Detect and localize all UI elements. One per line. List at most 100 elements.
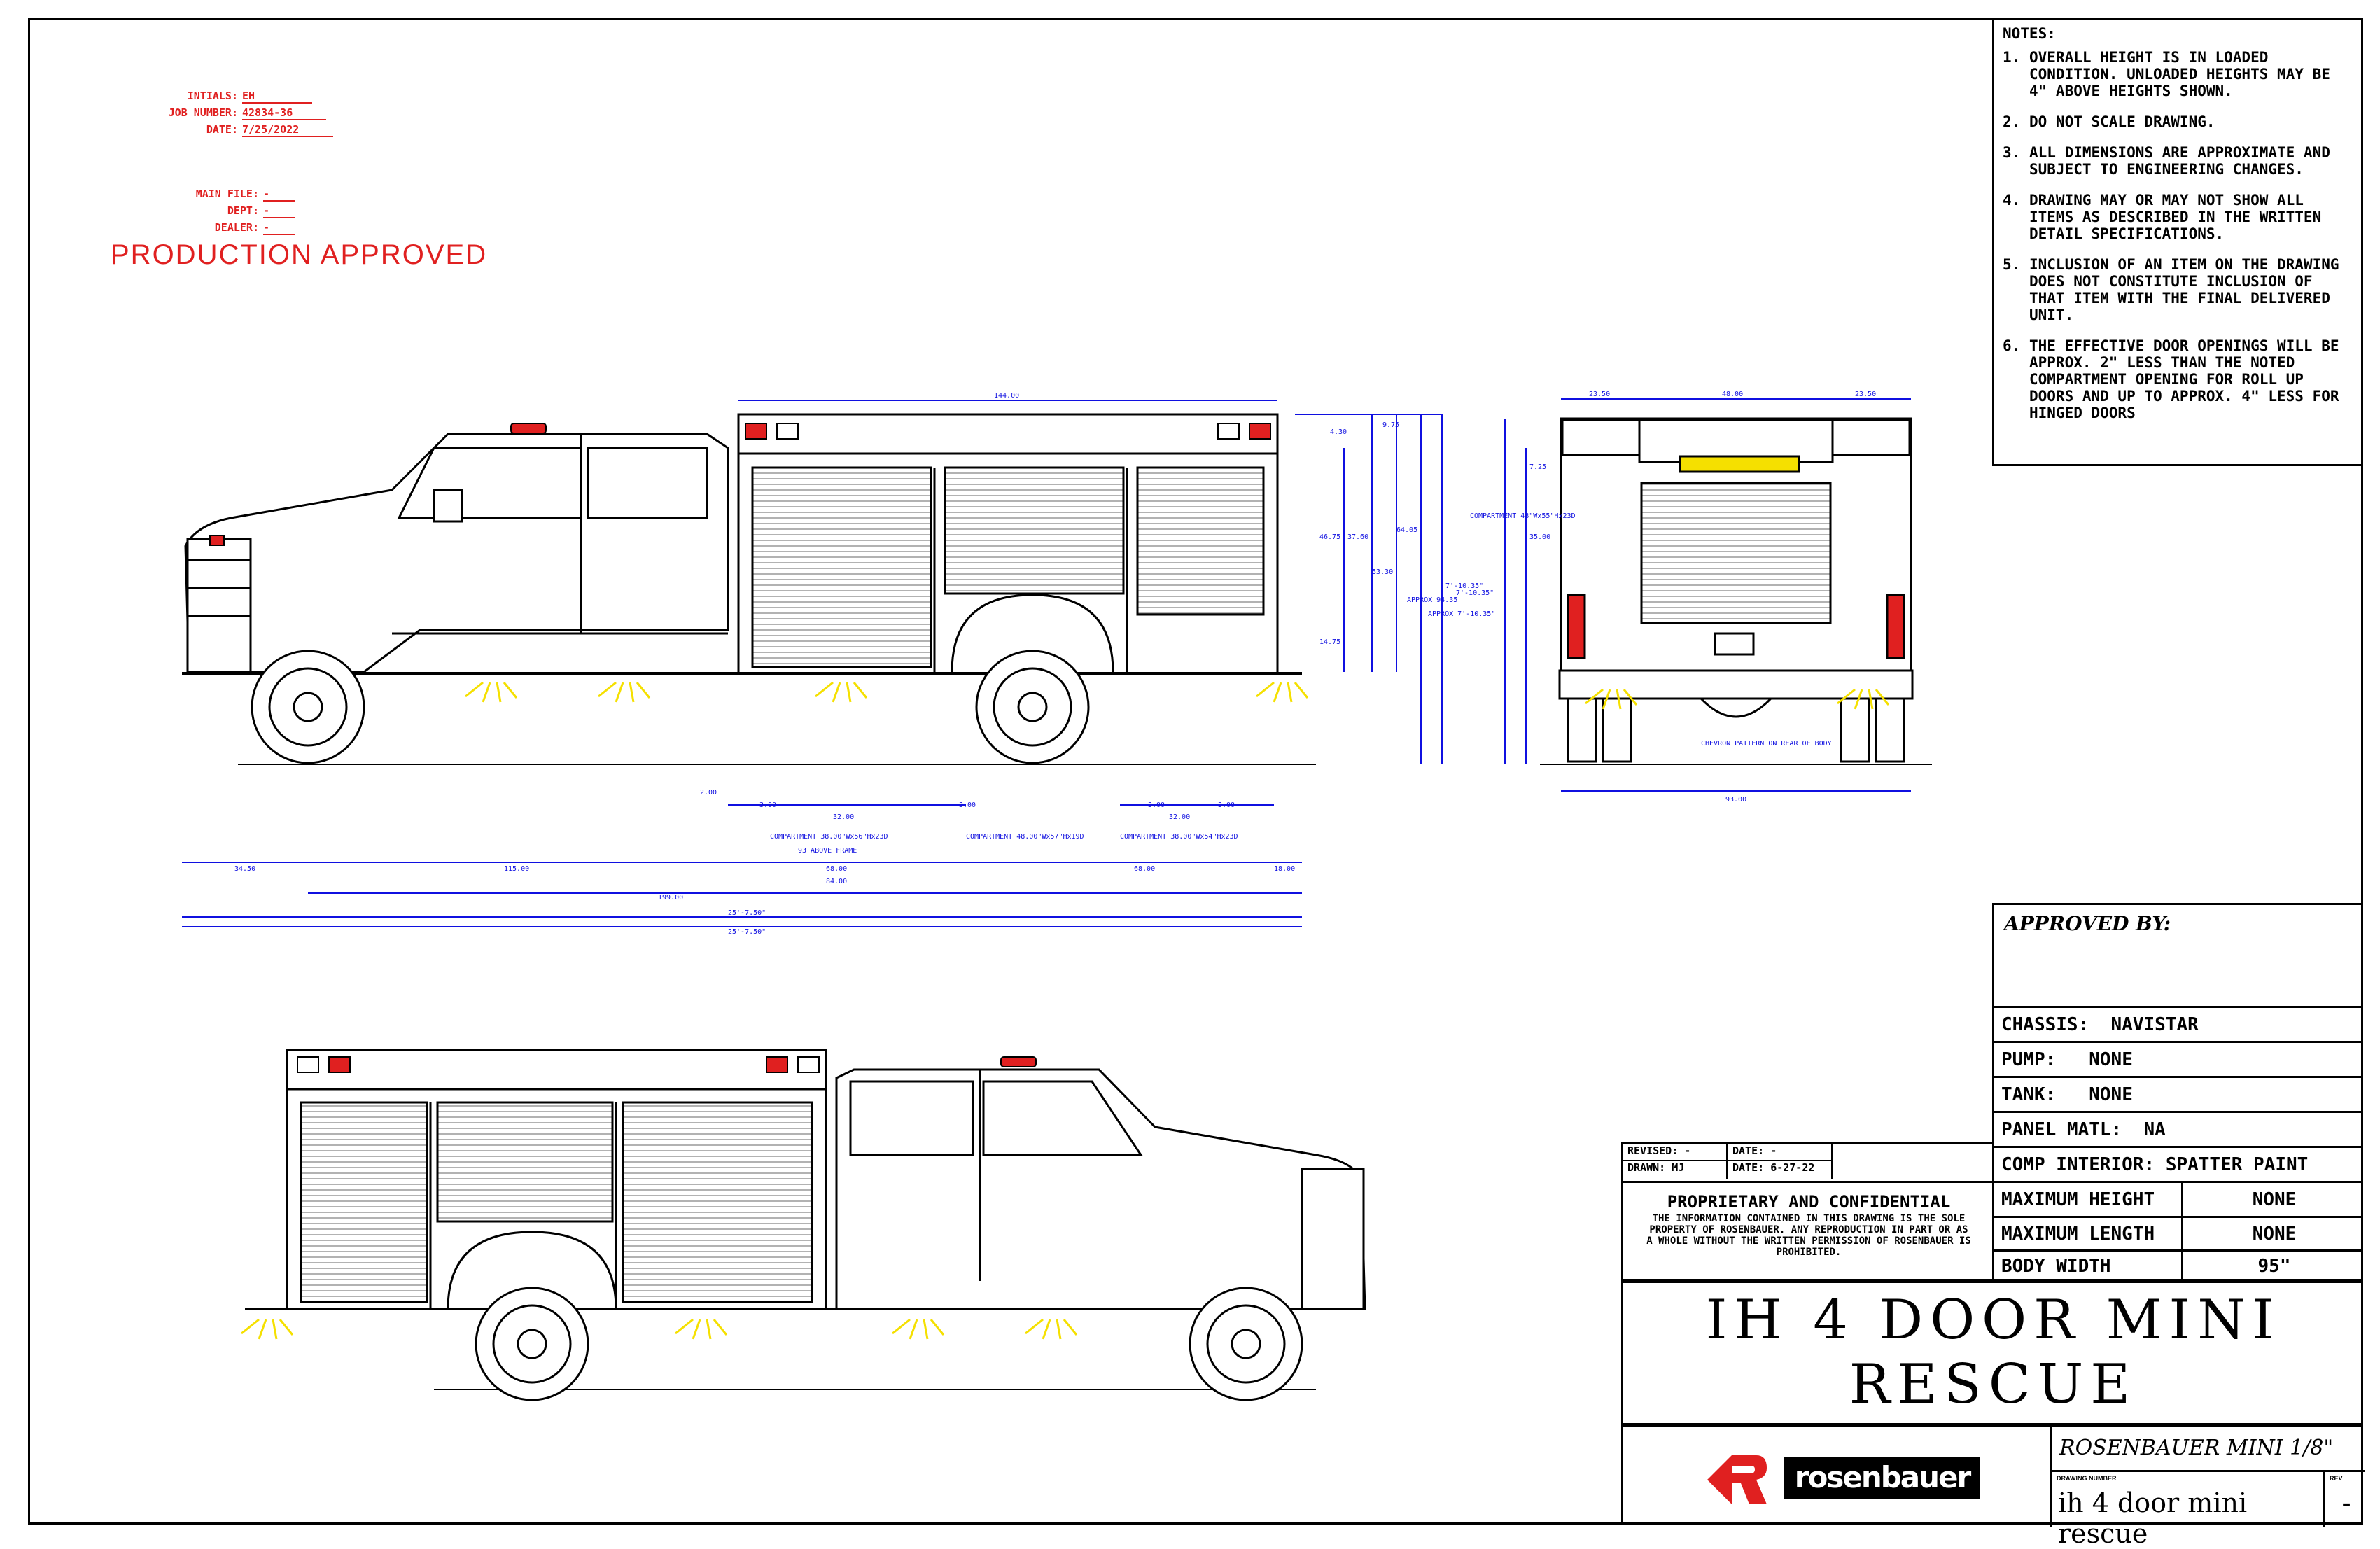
spec-row-body-width: BODY WIDTH 95" [1994, 1249, 2363, 1281]
dim-144: 144.00 [994, 392, 1019, 400]
dim-overall-b: 25'-7.50" [728, 928, 766, 936]
production-approved-stamp: PRODUCTION APPROVED [111, 239, 488, 270]
rear-chevron-note: CHEVRON PATTERN ON REAR OF BODY [1701, 740, 1832, 748]
dim-2-00: 2.00 [700, 789, 717, 797]
date-value: 7/25/2022 [242, 123, 333, 137]
side-view-driver [182, 413, 1316, 765]
confidential-heading: PROPRIETARY AND CONFIDENTIAL [1667, 1192, 1951, 1212]
dimension-lines [182, 398, 1911, 927]
job-number-label: JOB NUMBER: [168, 106, 238, 119]
spec-row-panel: PANEL MATL: NA [1994, 1111, 2363, 1146]
dim-46-75: 46.75 [1320, 533, 1340, 541]
dim-115: 115.00 [504, 865, 529, 873]
rear-dim-48: 48.00 [1722, 391, 1743, 398]
revised-field: REVISED: - [1623, 1144, 1728, 1161]
note-item: 2.DO NOT SCALE DRAWING. [2003, 113, 2216, 130]
dim-84: 84.00 [826, 878, 847, 885]
dim-overall-a: 25'-7.50" [728, 909, 766, 917]
spec-row-comp-interior: COMP INTERIOR: SPATTER PAINT [1994, 1146, 2363, 1181]
passenger-scene-lights [241, 1318, 1078, 1340]
dim-32-00b: 32.00 [1169, 813, 1190, 821]
dim-comp3: COMPARTMENT 38.00"Wx54"Hx23D [1120, 833, 1238, 841]
main-file-value: - [263, 188, 295, 202]
dim-comp1: COMPARTMENT 38.00"Wx56"Hx23D [770, 833, 888, 841]
rev-value: - [2342, 1487, 2351, 1518]
dim-199: 199.00 [658, 894, 683, 902]
note-item: 6.THE EFFECTIVE DOOR OPENINGS WILL BE AP… [2003, 337, 2339, 421]
dept-value: - [263, 204, 295, 218]
main-file-label: MAIN FILE: [195, 188, 259, 200]
dim-approx-2: APPROX 7'-10.35" [1428, 610, 1495, 618]
dim-18: 18.00 [1274, 865, 1295, 873]
date-revised-field: DATE: - [1728, 1144, 1833, 1161]
dim-approx-1: APPROX 94.35 [1407, 596, 1457, 604]
initials-label: INTIALS: [187, 90, 238, 102]
brand-wordmark: rosenbauer [1784, 1457, 1980, 1499]
note-item: 4.DRAWING MAY OR MAY NOT SHOW ALL ITEMS … [2003, 192, 2322, 242]
dim-68-00b: 68.00 [1134, 865, 1155, 873]
drawing-title-line1: IH 4 DOOR MINI [1705, 1289, 2281, 1352]
spec-table: APPROVED BY: CHASSIS: NAVISTAR PUMP: NON… [1992, 903, 2363, 1281]
dim-overall-height: 7'-10.35" [1446, 582, 1483, 590]
rear-scene-lights [1585, 688, 1890, 710]
rear-dim-7-25: 7.25 [1530, 463, 1546, 471]
dim-68-00a: 68.00 [826, 865, 847, 873]
scale-text: ROSENBAUER MINI 1/8" [2052, 1427, 2365, 1472]
spec-row-max-height: MAXIMUM HEIGHT NONE [1994, 1181, 2363, 1216]
dept-label: DEPT: [227, 204, 259, 217]
notes-panel: NOTES: 1.OVERALL HEIGHT IS IN LOADED CON… [1992, 18, 2363, 466]
dim-53-30: 53.30 [1372, 568, 1393, 576]
title-block: IH 4 DOOR MINI RESCUE [1621, 1281, 2363, 1425]
dim-comp1b: 93 ABOVE FRAME [798, 847, 857, 855]
drawing-number-label: DRAWING NUMBER [2057, 1475, 2117, 1482]
drawing-border [28, 18, 2363, 1525]
rev-label: REV [2330, 1475, 2343, 1482]
side-view-passenger [245, 1049, 1366, 1401]
dim-37-60: 37.60 [1348, 533, 1368, 541]
job-number-value: 42834-36 [242, 106, 326, 120]
footer-block: rosenbauer ROSENBAUER MINI 1/8" DRAWING … [1621, 1425, 2365, 1549]
dim-3-00c: 3.00 [1148, 801, 1165, 809]
dim-comp2: COMPARTMENT 48.00"Wx57"Hx19D [966, 833, 1084, 841]
note-item: 5.INCLUSION OF AN ITEM ON THE DRAWING DO… [2003, 256, 2339, 323]
dim-64-05: 64.05 [1396, 526, 1418, 534]
dim-4-30: 4.30 [1330, 428, 1347, 436]
dim-32-00a: 32.00 [833, 813, 854, 821]
date-label: DATE: [206, 123, 238, 136]
rear-view [1540, 417, 1932, 765]
drawing-title-line2: RESCUE [1849, 1353, 2138, 1416]
rear-dim-height: 7'-10.35" [1456, 589, 1494, 597]
rear-dim-35: 35.00 [1530, 533, 1550, 541]
dealer-value: - [263, 221, 295, 235]
dim-14-75: 14.75 [1320, 638, 1340, 646]
spec-row-max-length: MAXIMUM LENGTH NONE [1994, 1216, 2363, 1249]
scene-lights [465, 681, 1309, 703]
rear-dim-comp: COMPARTMENT 48"Wx55"Hx23D [1470, 512, 1576, 520]
dim-3-00b: 3.00 [959, 801, 976, 809]
dim-3-00d: 3.00 [1218, 801, 1235, 809]
note-item: 1.OVERALL HEIGHT IS IN LOADED CONDITION.… [2003, 49, 2330, 99]
dealer-label: DEALER: [214, 221, 259, 234]
note-item: 3.ALL DIMENSIONS ARE APPROXIMATE AND SUB… [2003, 144, 2330, 178]
passenger-warning-lights [297, 1056, 1037, 1073]
rear-dim-23-50a: 23.50 [1589, 391, 1610, 398]
confidential-body: THE INFORMATION CONTAINED IN THIS DRAWIN… [1646, 1213, 1971, 1258]
dim-3-00a: 3.00 [760, 801, 776, 809]
rear-dim-width: 93.00 [1726, 796, 1746, 804]
approved-by-label: APPROVED BY: [2004, 912, 2171, 935]
spec-row-pump: PUMP: NONE [1994, 1041, 2363, 1076]
drawn-field: DRAWN: MJ [1623, 1161, 1728, 1179]
rear-dim-23-50b: 23.50 [1855, 391, 1876, 398]
dimension-labels: 144.00 4.30 9.75 46.75 37.60 53.30 14.75… [234, 391, 1876, 936]
date-drawn-field: DATE: 6-27-22 [1728, 1161, 1833, 1179]
dim-34-50: 34.50 [234, 865, 255, 873]
notes-title: NOTES: [2003, 25, 2056, 42]
rosenbauer-logo-icon [1707, 1455, 1767, 1504]
initials-value: EH [242, 90, 312, 104]
revision-block: REVISED: - DATE: - DRAWN: MJ DATE: 6-27-… [1621, 1142, 1994, 1281]
dim-9-75: 9.75 [1382, 421, 1399, 429]
spec-row-chassis: CHASSIS: NAVISTAR [1994, 1006, 2363, 1041]
spec-row-tank: TANK: NONE [1994, 1076, 2363, 1111]
warning-lights [209, 423, 1271, 546]
